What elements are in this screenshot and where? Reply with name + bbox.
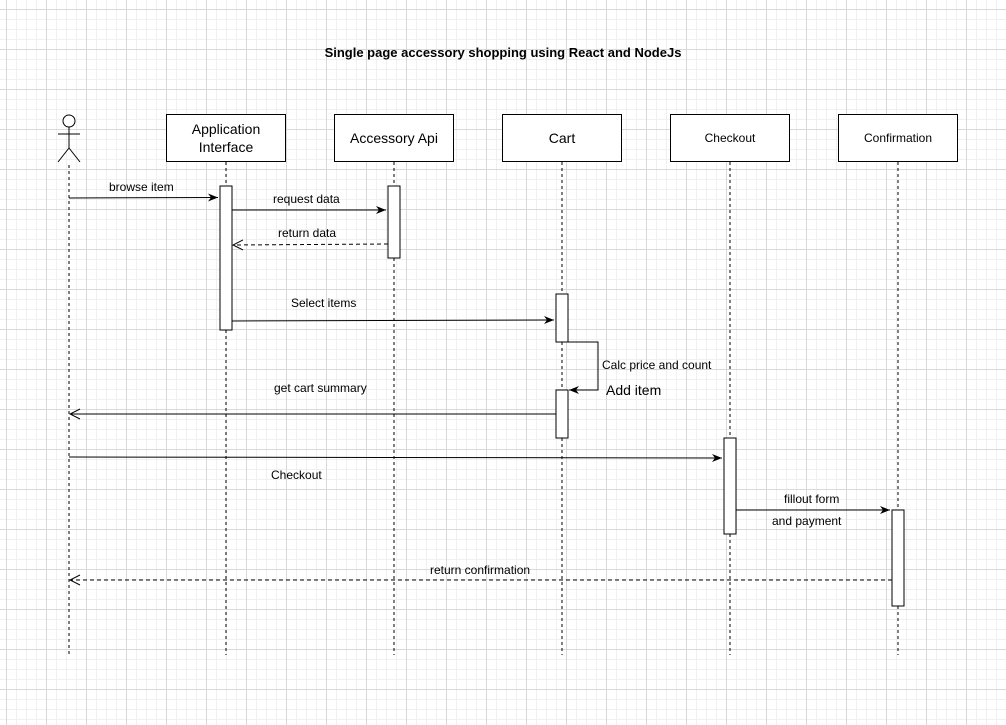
label-return-confirmation: return confirmation	[430, 563, 531, 577]
label-add-item: Add item	[606, 382, 662, 398]
participant-checkout: Checkout	[670, 114, 790, 162]
arrow-return-data	[233, 244, 389, 245]
participant-cart: Cart	[502, 114, 622, 162]
arrow-checkout	[68, 453, 723, 462]
activation-confirmation	[891, 509, 905, 607]
activation-accessory-api	[387, 185, 401, 259]
label-return-data: return data	[278, 226, 337, 240]
arrow-select-items	[231, 316, 555, 325]
label-browse-item: browse item	[109, 180, 174, 194]
label-fillout-form: fillout form	[784, 492, 840, 506]
activation-cart-2	[555, 389, 569, 439]
participant-accessory-api: Accessory Api	[334, 114, 454, 162]
label-request-data: request data	[273, 192, 340, 206]
activation-application-interface	[219, 185, 233, 331]
activation-cart-1	[555, 293, 569, 343]
label-checkout: Checkout	[271, 468, 322, 482]
label-select-items: Select items	[291, 296, 357, 310]
actor-icon	[57, 114, 81, 163]
arrow-self-calc	[568, 341, 599, 394]
label-and-payment: and payment	[772, 514, 842, 528]
activation-checkout	[723, 437, 737, 535]
participant-application-interface: Application Interface	[166, 114, 286, 162]
participant-confirmation: Confirmation	[838, 114, 958, 162]
label-calc-price: Calc price and count	[602, 358, 712, 372]
label-get-cart-summary: get cart summary	[274, 381, 367, 395]
arrow-browse-item	[68, 193, 219, 202]
diagram-title: Single page accessory shopping using Rea…	[324, 45, 682, 60]
